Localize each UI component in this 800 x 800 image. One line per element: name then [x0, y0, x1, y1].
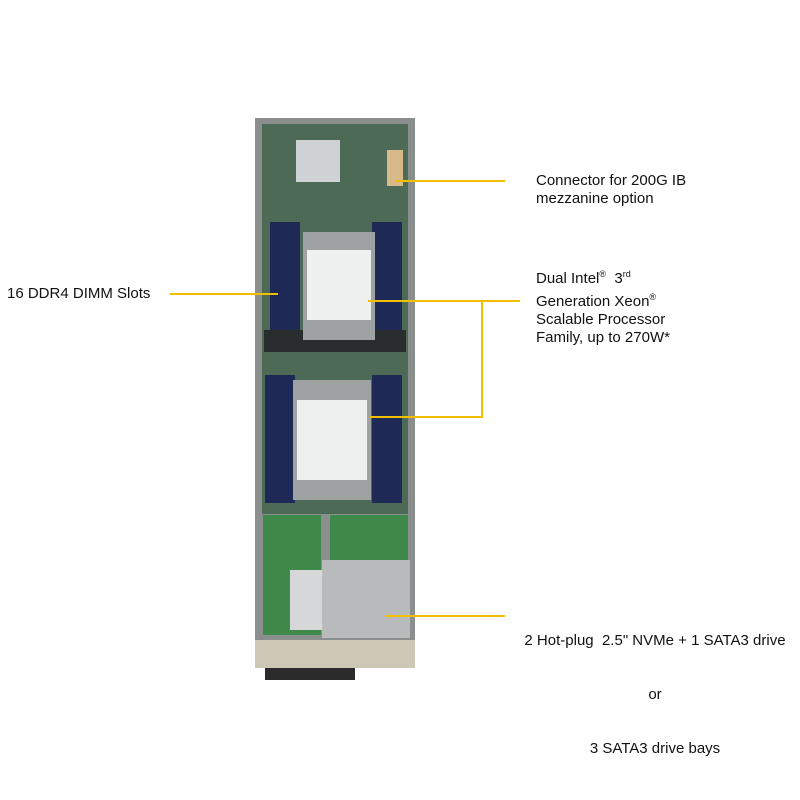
dimm-callout-line [170, 293, 278, 295]
dimm-label: 16 DDR4 DIMM Slots [7, 285, 151, 302]
drive-callout-line [385, 615, 505, 617]
cpu-label-line4: Family, up to 270W* [536, 329, 670, 346]
drive-label-line1: 2 Hot-plug 2.5" NVMe + 1 SATA3 drive [524, 632, 786, 649]
cpu-vertical-line [481, 300, 483, 418]
chipset-heatsink [296, 140, 340, 182]
drive-bay [322, 560, 410, 638]
connector-label-line1: Connector for 200G IB [536, 172, 687, 189]
cpu-label-line3: Scalable Processor [536, 311, 666, 328]
drive-label-line2: or [648, 686, 662, 703]
cpu1-callout-line [368, 300, 520, 302]
cpu-label: Dual Intel® 3rd Generation Xeon® Scalabl… [536, 265, 670, 347]
cpu-label-line1: Dual Intel® 3rd [536, 269, 631, 287]
cpu2-callout-line [370, 416, 483, 418]
connector-label: Connector for 200G IB mezzanine option [536, 172, 686, 208]
dimm-slots [265, 222, 402, 503]
drive-label: 2 Hot-plug 2.5" NVMe + 1 SATA3 drive or … [515, 596, 795, 794]
drive-label-line3: 3 SATA3 drive bays [589, 740, 721, 757]
connector-label-line2: mezzanine option [536, 190, 654, 207]
connector-callout-line [395, 180, 505, 182]
mezzanine-connector [387, 150, 403, 186]
front-handle [255, 640, 415, 668]
cpu-label-line2: Generation Xeon® [536, 292, 657, 310]
